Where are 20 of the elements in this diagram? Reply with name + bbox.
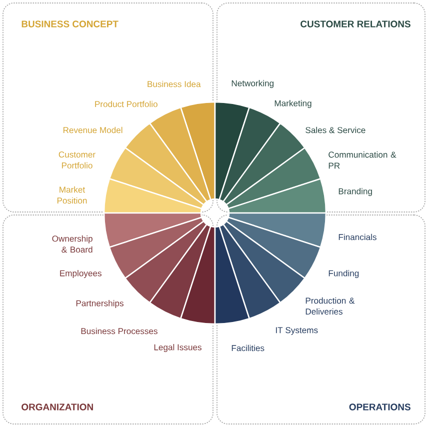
segment-label: Market Position bbox=[57, 186, 87, 204]
segment-label: Legal Issues bbox=[154, 344, 202, 352]
segment-label: Funding bbox=[328, 270, 359, 278]
segment-label: Ownership & Board bbox=[52, 235, 92, 253]
segment-label: Partnerships bbox=[76, 300, 124, 308]
segment-label: Branding bbox=[338, 188, 372, 196]
segment-label: Revenue Model bbox=[64, 126, 122, 134]
segment-label: Facilities bbox=[232, 344, 264, 352]
segment-label: Business Idea bbox=[148, 80, 201, 88]
segment-label: Production & Deliveries bbox=[306, 297, 355, 315]
segment-label: Marketing bbox=[274, 100, 312, 108]
segment-label: Product Portfolio bbox=[95, 100, 158, 108]
segment-label: Business Processes bbox=[81, 328, 158, 334]
segment-label: Customer Portfolio bbox=[58, 151, 96, 168]
segment-label: Financials bbox=[338, 234, 376, 240]
segment-label: Sales & Service bbox=[306, 126, 366, 134]
segment-label: Employees bbox=[60, 270, 102, 278]
segment-label: IT Systems bbox=[276, 327, 318, 335]
segment-label: Communication & PR bbox=[328, 151, 396, 169]
segment-label: Networking bbox=[232, 80, 274, 88]
